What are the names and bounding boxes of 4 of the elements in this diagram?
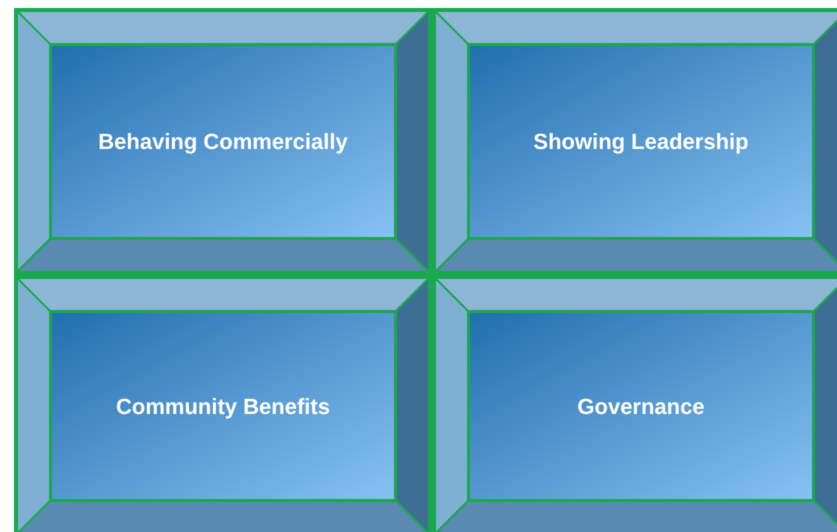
tile-label: Community Benefits <box>115 392 331 421</box>
tile-label: Governance <box>576 392 706 420</box>
tile-label: Showing Leadership <box>532 128 750 156</box>
tile-label: Behaving Commercially <box>97 128 349 156</box>
